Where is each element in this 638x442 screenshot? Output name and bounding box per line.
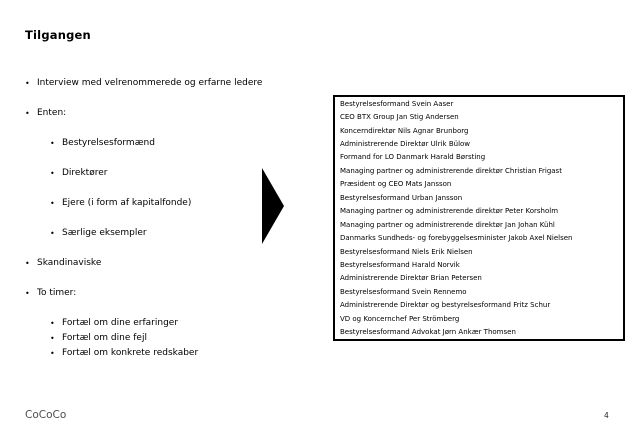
interviewee-row: Præsident og CEO Mats Jansson — [340, 180, 452, 189]
bullet-icon: • — [25, 109, 30, 118]
interviewee-row: Bestyrelsesformand Niels Erik Nielsen — [340, 247, 473, 256]
interviewee-row: Administrerende Direktør og bestyrelsesf… — [340, 301, 551, 310]
interviewee-row: Koncerndirektør Nils Agnar Brunborg — [340, 126, 469, 135]
interviewee-row: Bestyrelsesformand Urban Jansson — [340, 193, 463, 202]
bullet-item: • Fortæl om dine erfaringer — [50, 317, 317, 330]
interviewee-row: Bestyrelsesformand Harald Norvik — [340, 260, 460, 269]
bullet-text: Direktører — [62, 168, 108, 178]
bullet-item: • Interview med velrenommerede og erfarn… — [25, 77, 317, 90]
bullet-text: Fortæl om dine fejl — [62, 333, 147, 343]
bullet-icon: • — [50, 349, 55, 358]
bullet-icon: • — [25, 79, 30, 88]
interviewee-row: CEO BTX Group Jan Stig Andersen — [340, 113, 459, 122]
interviewee-row: Bestyrelsesformand Svein Aaser — [340, 99, 454, 108]
bullet-item: • Enten: — [25, 107, 317, 120]
bullet-icon: • — [50, 169, 55, 178]
interviewee-row: Administrerende Direktør Ulrik Bülow — [340, 140, 471, 149]
bullet-list: • Interview med velrenommerede og erfarn… — [25, 77, 317, 360]
bullet-icon: • — [50, 199, 55, 208]
bullet-item: • Direktører — [50, 167, 317, 180]
bullet-text: Skandinaviske — [37, 258, 102, 268]
bullet-item: • Fortæl om dine fejl — [50, 332, 317, 345]
interviewee-box: Bestyrelsesformand Svein Aaser CEO BTX G… — [333, 95, 625, 341]
interviewee-row: Danmarks Sundheds- og forebyggelsesminis… — [340, 234, 573, 243]
right-arrow-icon — [262, 168, 284, 244]
interviewee-row: Bestyrelsesformand Advokat Jørn Ankær Th… — [340, 328, 516, 337]
bullet-text: Bestyrelsesformænd — [62, 138, 155, 148]
bullet-icon: • — [50, 139, 55, 148]
interviewee-row: Managing partner og administrerende dire… — [340, 207, 559, 216]
bullet-icon: • — [50, 319, 55, 328]
bullet-text: Interview med velrenommerede og erfarne … — [37, 78, 263, 88]
bullet-icon: • — [50, 229, 55, 238]
interviewee-row: Administrerende Direktør Brian Petersen — [340, 274, 482, 283]
bullet-item: • Særlige eksempler — [50, 227, 317, 240]
bullet-text: Fortæl om konkrete redskaber — [62, 348, 199, 358]
bullet-item: • Ejere (i form af kapitalfonde) — [50, 197, 317, 210]
bullet-icon: • — [25, 289, 30, 298]
interviewee-row: Bestyrelsesformand Svein Rennemo — [340, 287, 467, 296]
footer-brand: CoCoCo — [25, 409, 67, 421]
bullet-item: • Skandinaviske — [25, 257, 317, 270]
bullet-item: • Bestyrelsesformænd — [50, 137, 317, 150]
interviewee-row: Managing partner og administrerende dire… — [340, 166, 562, 175]
bullet-text: Særlige eksempler — [62, 228, 147, 238]
interviewee-row: Formand for LO Danmark Harald Børsting — [340, 153, 486, 162]
bullet-item: • To timer: — [25, 287, 317, 300]
bullet-text: Enten: — [37, 108, 67, 118]
page-title: Tilgangen — [25, 28, 91, 42]
interviewee-row: Managing partner og administrerende dire… — [340, 220, 555, 229]
page-number: 4 — [604, 411, 609, 420]
bullet-text: To timer: — [37, 288, 77, 298]
bullet-text: Fortæl om dine erfaringer — [62, 318, 179, 328]
bullet-icon: • — [50, 334, 55, 343]
bullet-icon: • — [25, 259, 30, 268]
interviewee-row: VD og Koncernchef Per Strömberg — [340, 314, 460, 323]
bullet-item: • Fortæl om konkrete redskaber — [50, 347, 317, 360]
bullet-text: Ejere (i form af kapitalfonde) — [62, 198, 192, 208]
